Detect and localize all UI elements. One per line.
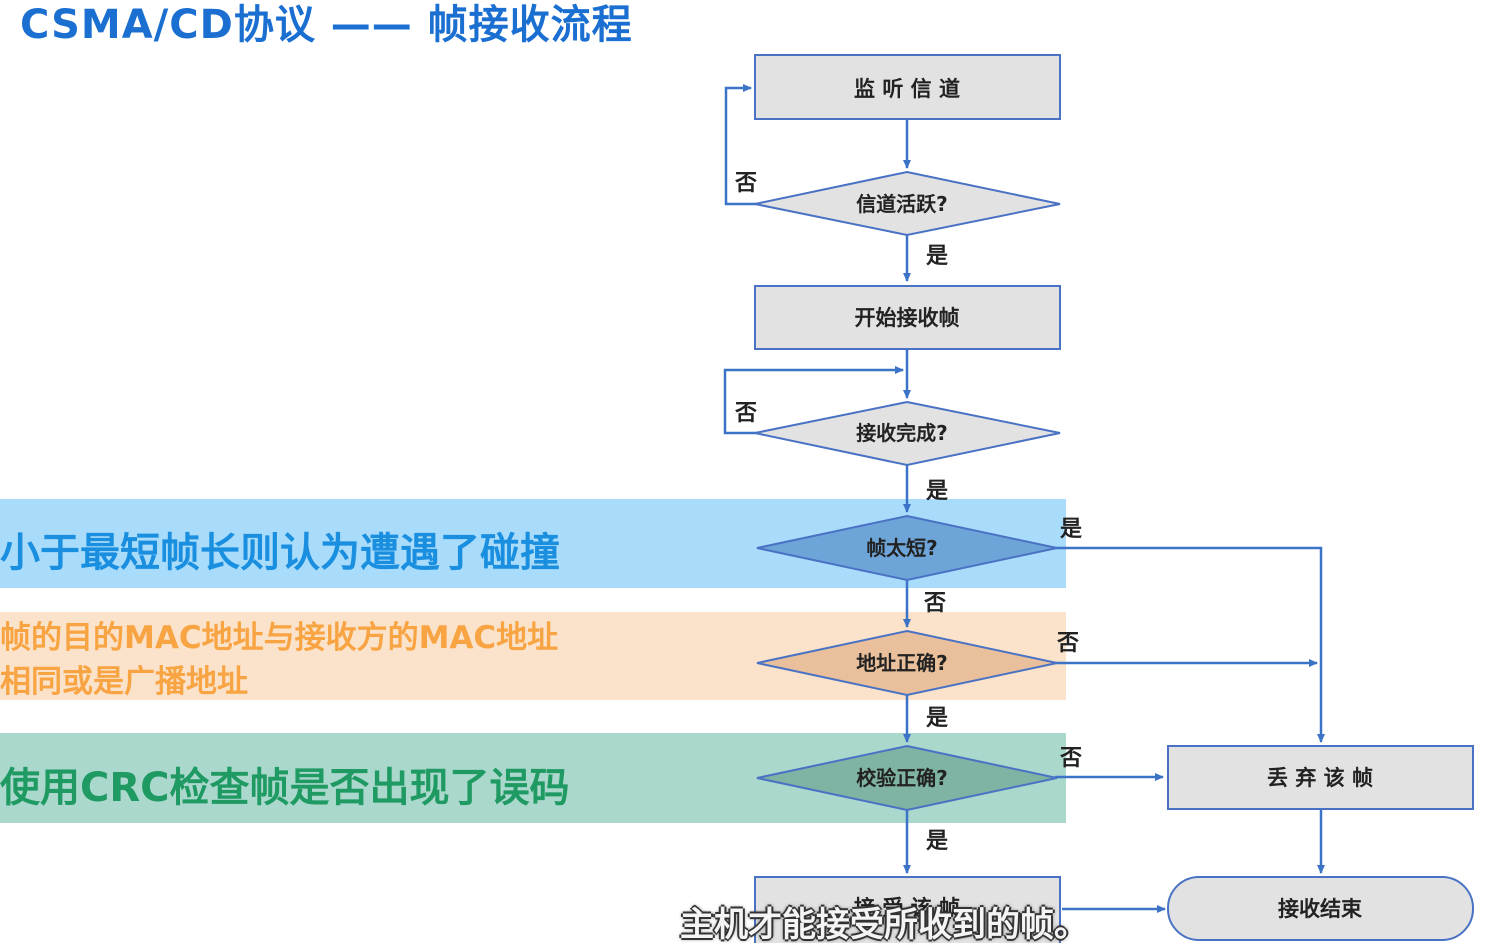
address-note-line2: 相同或是广播地址 [0,664,248,700]
yes-label: 是 [926,244,948,269]
crc-note: 使用CRC检查帧是否出现了误码 [0,765,570,811]
receive-end-label: 接收结束 [1278,897,1363,921]
start-receive-box [754,285,1061,350]
no-label: 否 [1056,631,1079,656]
yes-label: 是 [1060,517,1082,542]
accept-frame-label: 接 受 该 帧 [854,896,960,920]
accept-frame-box [754,876,1061,943]
no-label: 否 [734,401,757,426]
video-subtitle: 主机才能接受所收到的帧。 [680,905,1088,945]
checksum-correct-diamond [756,744,1058,812]
address-correct-diamond [756,629,1058,697]
receive-end-terminal [1167,876,1474,941]
yes-label: 是 [926,706,948,731]
frame-too-short-label: 帧太短? [866,536,938,560]
no-label: 否 [734,171,757,196]
page-title: CSMA/CD协议 —— 帧接收流程 [20,2,633,48]
yes-label: 是 [926,479,948,504]
listen-channel-box [754,54,1061,120]
flow-connectors [723,84,1325,913]
discard-frame-label: 丢 弃 该 帧 [1267,766,1373,790]
checksum-correct-label: 校验正确? [856,766,948,790]
address-correct-label: 地址正确? [856,651,948,675]
receive-done-diamond [754,400,1061,467]
frame-too-short-diamond [756,514,1058,582]
receive-done-label: 接收完成? [856,421,948,445]
yes-label: 是 [926,829,948,854]
no-label: 否 [1059,746,1082,771]
start-receive-label: 开始接收帧 [855,306,960,330]
channel-active-label: 信道活跃? [856,192,948,216]
address-note-line1: 帧的目的MAC地址与接收方的MAC地址 [0,620,559,656]
listen-channel-label: 监 听 信 道 [854,77,960,101]
discard-frame-box [1167,745,1474,810]
too-short-note: 小于最短帧长则认为遭遇了碰撞 [0,530,560,576]
channel-active-diamond [754,170,1061,237]
no-label: 否 [923,591,946,616]
